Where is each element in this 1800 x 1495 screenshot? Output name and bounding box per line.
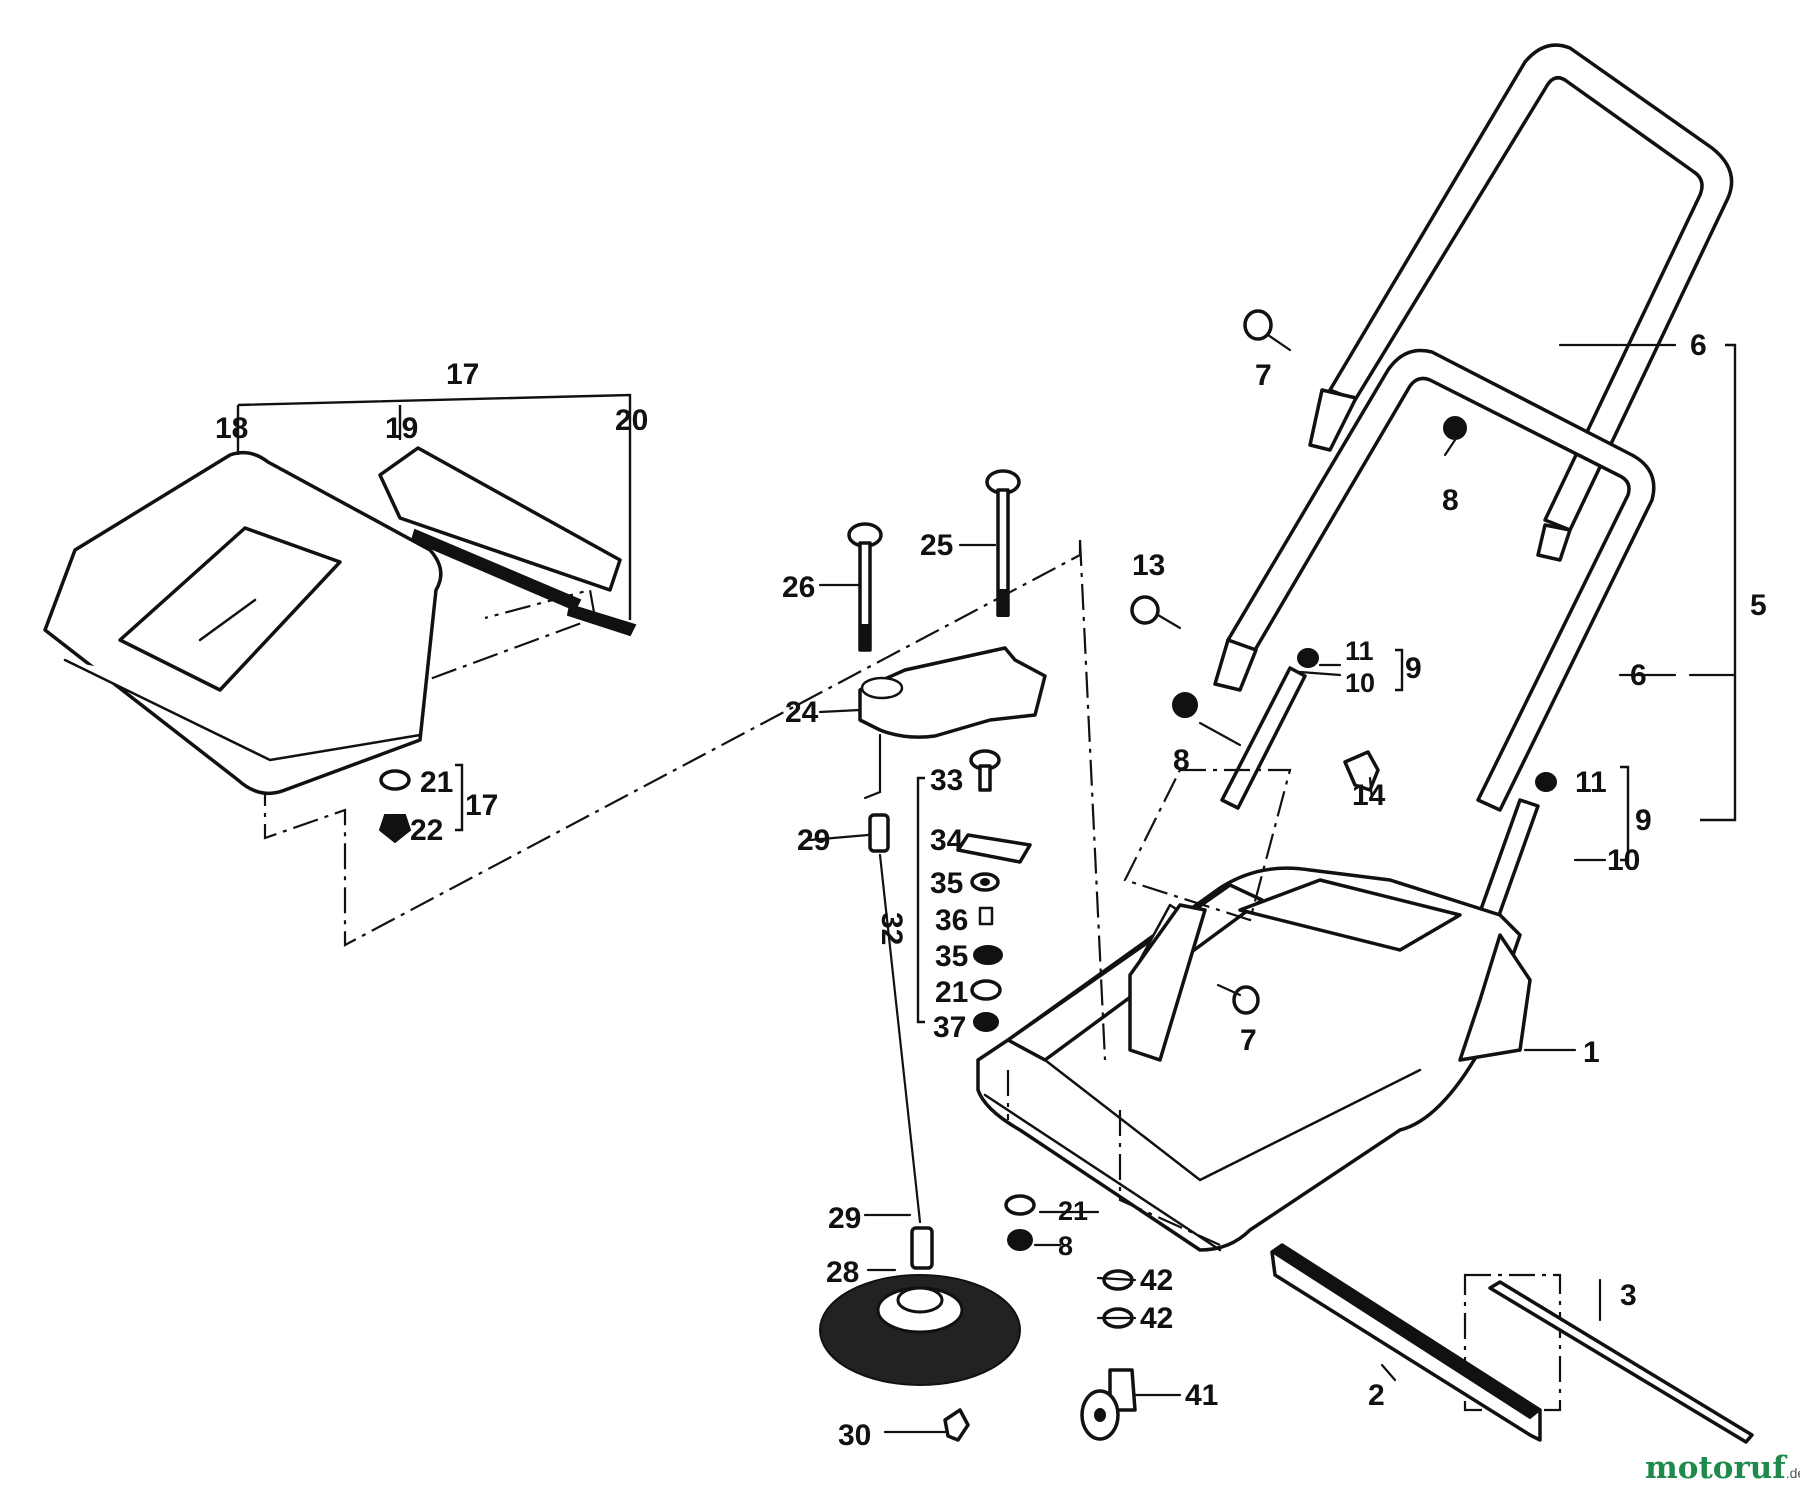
rod-part-3	[1488, 1280, 1754, 1444]
label-29-lower: 29	[828, 1202, 861, 1235]
label-21-stack: 21	[935, 976, 968, 1009]
label-11-upper: 11	[1345, 636, 1374, 666]
handle-upper-part-6	[1308, 43, 1734, 562]
label-7-mid: 7	[1240, 1024, 1257, 1057]
label-21-low: 21	[1058, 1196, 1088, 1226]
screw-part-22	[378, 814, 412, 844]
caster-wheel-part-41	[1080, 1368, 1137, 1441]
label-8-top: 8	[1442, 484, 1459, 517]
washer-part-21a	[970, 979, 1002, 1001]
bolt-part-13	[1130, 595, 1182, 630]
nut-part-11b	[1535, 772, 1557, 792]
label-26: 26	[782, 571, 815, 604]
tube-part-10-left	[1220, 666, 1307, 810]
sleeve-part-29-upper	[868, 813, 890, 853]
label-10-upper: 10	[1345, 668, 1375, 698]
label-5: 5	[1750, 589, 1767, 622]
washer-part-21c	[379, 769, 411, 791]
label-18: 18	[215, 412, 248, 445]
label-8-mid: 8	[1173, 744, 1190, 777]
label-22: 22	[410, 814, 443, 847]
nut-part-8-mid	[1172, 692, 1198, 718]
label-3: 3	[1620, 1279, 1637, 1312]
label-25: 25	[920, 529, 953, 562]
crossbar	[1128, 903, 1207, 1062]
bolt-part-25	[985, 469, 1021, 617]
label-6-lower: 6	[1630, 659, 1647, 692]
shaft-line	[863, 733, 922, 1224]
label-35-upper: 35	[930, 867, 963, 900]
label-36: 36	[935, 904, 968, 937]
label-34: 34	[930, 824, 964, 857]
label-30: 30	[838, 1419, 871, 1452]
label-8-low: 8	[1058, 1231, 1073, 1261]
label-9-upper: 9	[1405, 652, 1422, 685]
label-32: 32	[875, 912, 908, 945]
watermark-logo: motoruf.de	[1645, 1450, 1800, 1486]
label-11-lower: 11	[1575, 766, 1607, 799]
label-20: 20	[615, 404, 648, 437]
label-28: 28	[826, 1256, 859, 1289]
label-17-side: 17	[465, 789, 498, 822]
grass-catcher-part-18	[43, 450, 443, 796]
spacer-part-36	[978, 906, 994, 926]
watermark-brand-main: motoruf	[1645, 1450, 1787, 1486]
label-42-lower: 42	[1140, 1302, 1173, 1335]
bolt-part-7-mid	[1216, 983, 1260, 1015]
label-7-top: 7	[1255, 359, 1272, 392]
brush-disc-part-28	[819, 1274, 1021, 1386]
watermark-brand-tld: .de	[1786, 1465, 1800, 1481]
label-1: 1	[1583, 1036, 1600, 1069]
label-29-upper: 29	[797, 824, 830, 857]
strip-part-2	[1270, 1243, 1542, 1442]
bolt-part-26	[847, 522, 883, 652]
label-9-lower: 9	[1635, 804, 1652, 837]
label-6-upper: 6	[1690, 329, 1707, 362]
nut-part-8-low	[1007, 1229, 1033, 1251]
label-42-upper: 42	[1140, 1264, 1173, 1297]
label-33: 33	[930, 764, 963, 797]
housing-part-1	[976, 866, 1532, 1252]
watermark-brand: motoruf.de	[1645, 1450, 1800, 1486]
label-24: 24	[785, 696, 819, 729]
nut-part-8-top	[1443, 416, 1467, 440]
part-labels: 1 2 3 5 6 6 7 7 8 8 8 9 9 10 10 11 11 13…	[215, 329, 1767, 1452]
label-41: 41	[1185, 1379, 1218, 1412]
plate-part-34	[956, 833, 1032, 864]
nut-part-37	[973, 1012, 999, 1032]
leaders	[808, 343, 1677, 1434]
bolt-part-7-top	[1243, 309, 1292, 352]
label-17-top: 17	[446, 358, 479, 391]
group-brackets	[236, 343, 1737, 1024]
bolt-part-33	[969, 749, 1001, 792]
washer-part-21b	[1004, 1194, 1036, 1216]
label-19: 19	[385, 412, 418, 445]
washer-part-35b	[973, 945, 1003, 965]
grass-catcher-part-20	[566, 603, 637, 637]
lever-part-24	[858, 646, 1047, 739]
label-13: 13	[1132, 549, 1165, 582]
label-10-lower: 10	[1607, 844, 1640, 877]
sleeve-part-29-lower	[910, 1226, 934, 1270]
label-35-lower: 35	[935, 940, 968, 973]
handle-lower-part-6	[1213, 348, 1656, 812]
label-14: 14	[1352, 779, 1386, 812]
washer-part-35a	[970, 872, 1000, 892]
label-2: 2	[1368, 1379, 1385, 1412]
nut-part-11a	[1297, 648, 1319, 668]
label-21-box: 21	[420, 766, 453, 799]
wing-nut-part-30	[943, 1408, 970, 1442]
label-37: 37	[933, 1011, 966, 1044]
